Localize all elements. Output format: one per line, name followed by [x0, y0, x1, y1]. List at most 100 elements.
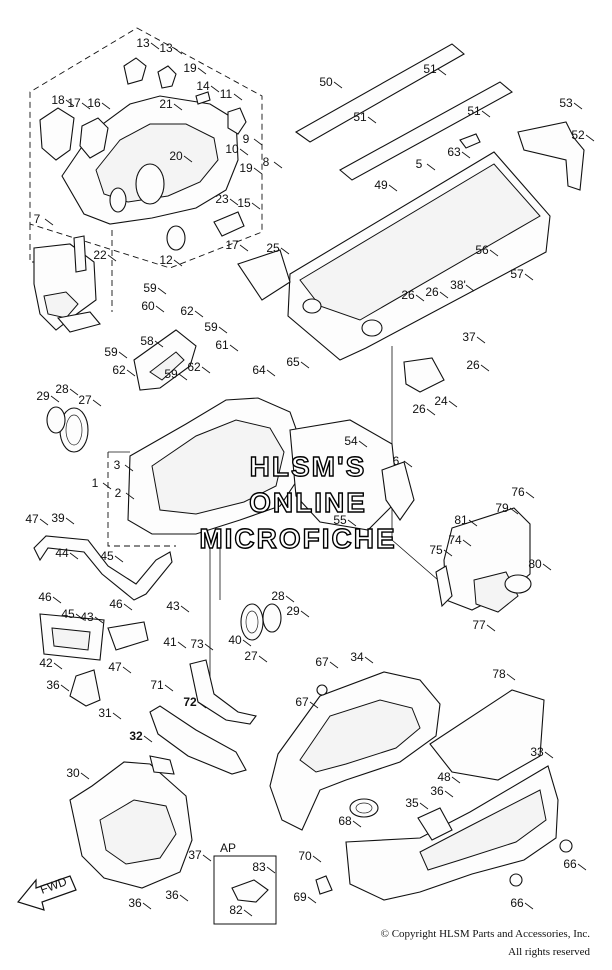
- part-number-label: 67: [295, 695, 309, 709]
- leader-line: [506, 673, 516, 681]
- grommet-27-28: [240, 603, 282, 641]
- leader-line: [126, 369, 136, 377]
- part-number-label: 50: [319, 75, 333, 89]
- leader-line: [39, 518, 49, 526]
- part-number-label: 3: [114, 458, 121, 472]
- leader-line: [239, 244, 249, 252]
- watermark-line-2: ONLINE: [249, 487, 367, 518]
- part-number-label: 58: [140, 334, 154, 348]
- part-number-label: 13: [159, 41, 173, 55]
- leader-line: [573, 102, 583, 110]
- part-number-label: 43: [80, 610, 94, 624]
- part-number-label: 35: [405, 796, 419, 810]
- part-number-label: 49: [374, 178, 388, 192]
- leader-line: [524, 273, 534, 281]
- part-number-label: 32: [129, 729, 143, 743]
- leader-line: [448, 400, 458, 408]
- part-number-label: 66: [510, 896, 524, 910]
- leader-line: [585, 134, 595, 142]
- leader-line: [69, 552, 79, 560]
- leader-line: [178, 373, 188, 381]
- leader-line: [75, 613, 85, 621]
- part-number-label: 47: [25, 512, 39, 526]
- leader-line: [125, 492, 135, 500]
- upper-frame-assembly: [29, 27, 263, 269]
- leader-line: [243, 909, 253, 917]
- leader-line: [300, 610, 310, 618]
- part-number-label: 1: [92, 476, 99, 490]
- leader-line: [143, 735, 153, 743]
- leader-line: [204, 643, 214, 651]
- part-number-label: 18: [51, 93, 65, 107]
- leader-line: [352, 820, 362, 828]
- leader-line: [118, 351, 128, 359]
- leader-line: [233, 93, 243, 101]
- leader-line: [329, 661, 339, 669]
- leader-line: [180, 605, 190, 613]
- part-number-label: 27: [244, 649, 258, 663]
- leader-line: [419, 802, 429, 810]
- leader-line: [251, 202, 261, 210]
- part-number-label: 34: [350, 650, 364, 664]
- part-number-label: 68: [338, 814, 352, 828]
- leader-line: [462, 539, 472, 547]
- part-number-label: 61: [215, 338, 229, 352]
- watermark: HLSM'S ONLINE MICROFICHE: [199, 450, 396, 554]
- part-number-label: 83: [252, 860, 266, 874]
- leader-line: [542, 563, 552, 571]
- part-number-label: 77: [472, 618, 486, 632]
- part-number-label: 40: [228, 633, 242, 647]
- copyright-line-1: © Copyright HLSM Parts and Accessories, …: [380, 928, 590, 940]
- main-frame-assembly: [46, 397, 415, 690]
- part-number-label: 28: [271, 589, 285, 603]
- part-number-label: 82: [229, 903, 243, 917]
- leader-line: [94, 616, 104, 624]
- leader-line: [307, 896, 317, 904]
- leader-line: [388, 184, 398, 192]
- leader-line: [439, 291, 449, 299]
- leader-line: [124, 464, 134, 472]
- part-number-label: 5: [416, 157, 423, 171]
- part-number-label: 51: [353, 110, 367, 124]
- part-number-label: 37: [188, 848, 202, 862]
- leader-line: [69, 388, 79, 396]
- part-number-label: 79: [495, 501, 509, 515]
- part-number-label: 70: [298, 849, 312, 863]
- part-number-label: 78: [492, 667, 506, 681]
- leader-line: [468, 519, 478, 527]
- leader-line: [80, 772, 90, 780]
- leader-line: [461, 151, 471, 159]
- panel-78: [429, 689, 545, 781]
- leader-line: [415, 294, 425, 302]
- leader-line: [150, 42, 160, 50]
- part-number-label: 39: [51, 511, 65, 525]
- part-number-label: 36: [430, 784, 444, 798]
- part-number-label: 25: [266, 241, 280, 255]
- fwd-arrow-icon: FWD: [16, 874, 77, 911]
- leader-line: [242, 639, 252, 647]
- part-number-label: 31: [98, 706, 112, 720]
- front-bumper-39: [33, 535, 173, 707]
- part-number-label: 26: [425, 285, 439, 299]
- part-number-label: 63: [447, 145, 461, 159]
- leader-line: [347, 519, 357, 527]
- part-number-label: 67: [315, 655, 329, 669]
- part-number-label: 60: [141, 299, 155, 313]
- belly-pan-34: [269, 671, 441, 831]
- part-number-label: 24: [434, 394, 448, 408]
- part-number-label: 62: [112, 363, 126, 377]
- part-number-label: 17: [225, 238, 239, 252]
- part-number-label: 51: [423, 62, 437, 76]
- leader-line: [210, 85, 220, 93]
- part-number-label: 29: [36, 389, 50, 403]
- part-number-label: 26: [412, 402, 426, 416]
- part-number-label: 43: [166, 599, 180, 613]
- part-number-label: 69: [293, 890, 307, 904]
- part-number-label: 55: [333, 513, 347, 527]
- leader-line: [364, 656, 374, 664]
- leader-line: [426, 163, 436, 171]
- part-number-label: 14: [196, 79, 210, 93]
- part-number-label: 46: [109, 597, 123, 611]
